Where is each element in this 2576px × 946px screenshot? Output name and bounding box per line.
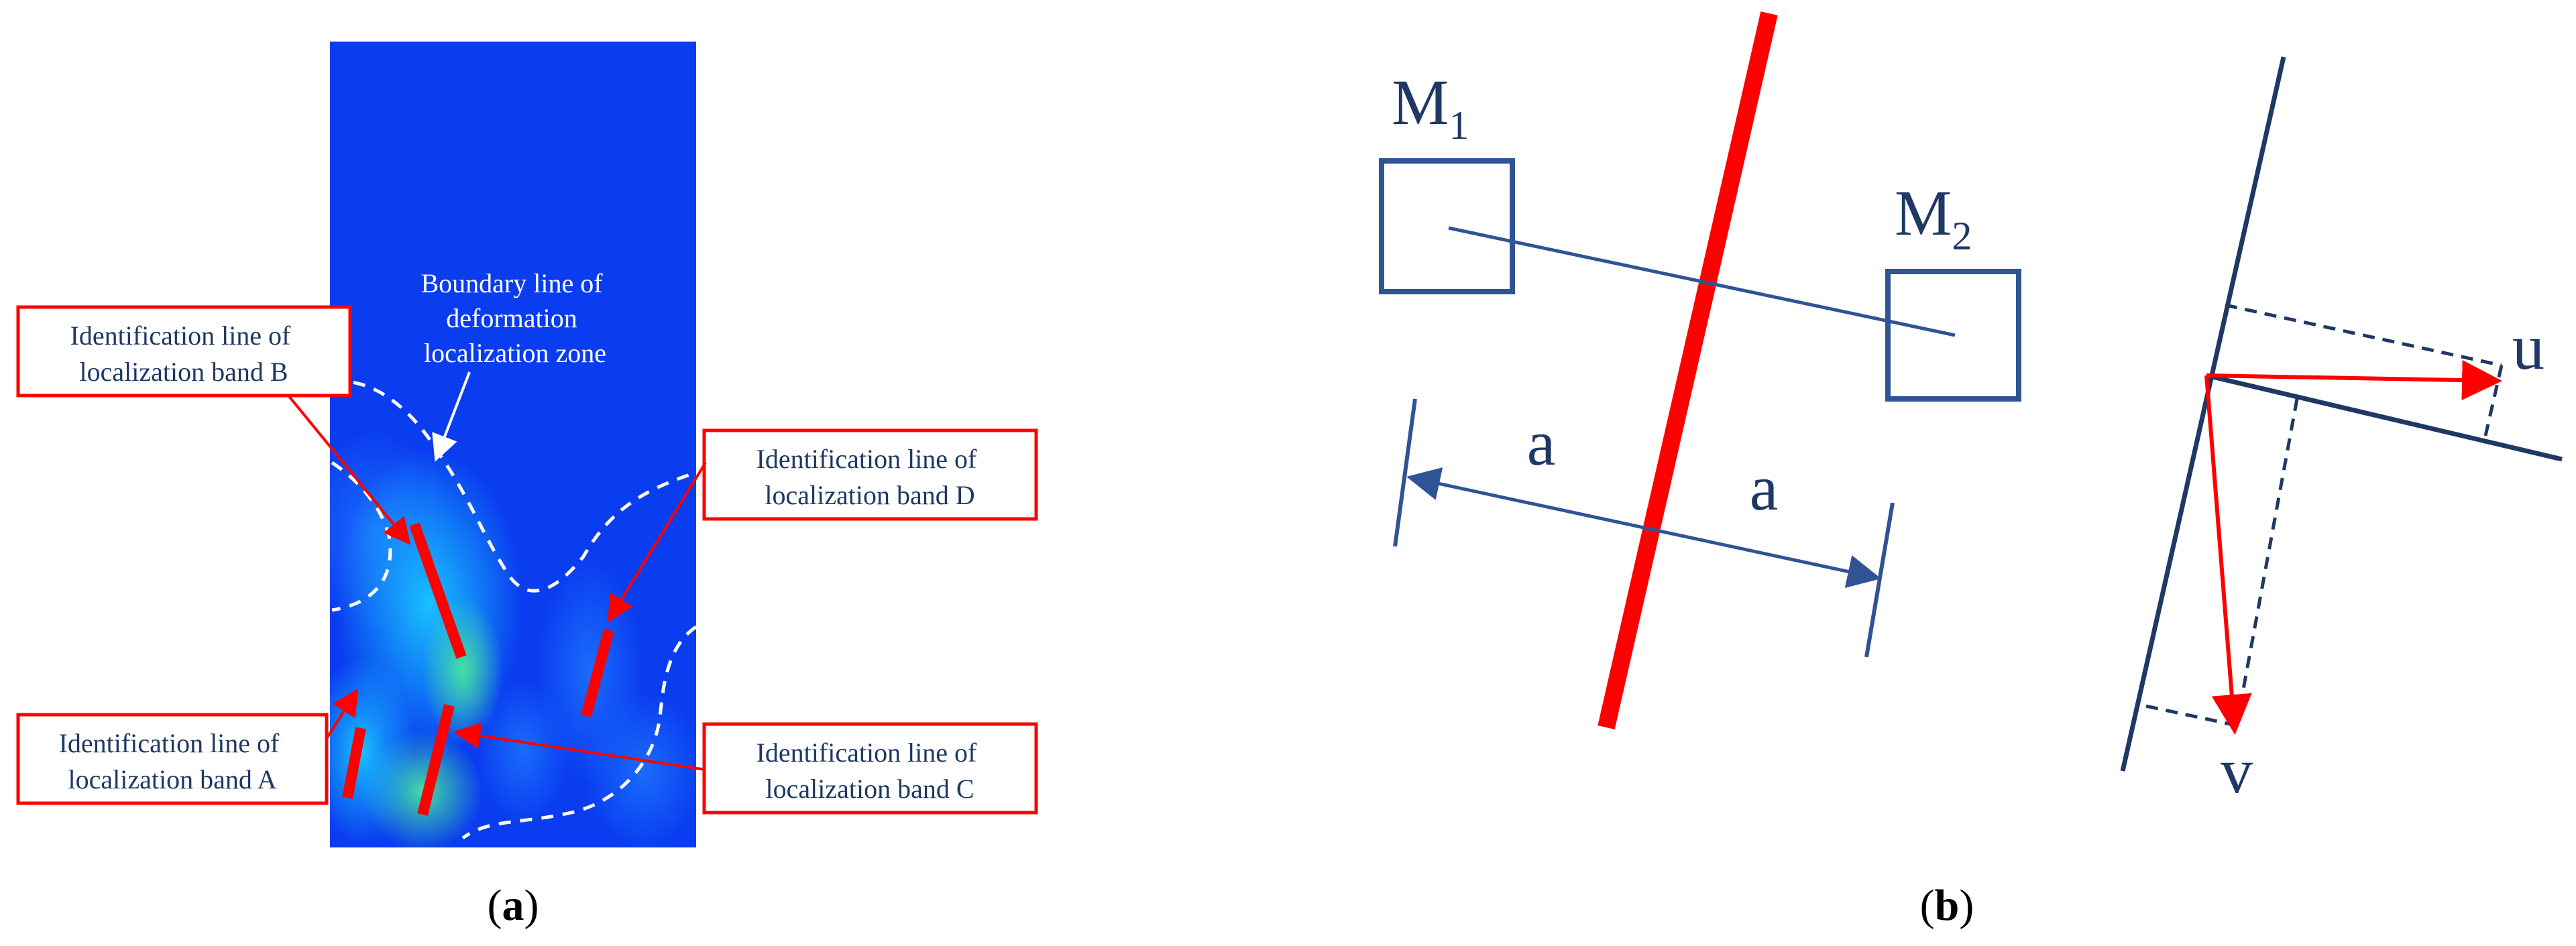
boundary-line-upper (331, 379, 697, 593)
band-a-mark (342, 727, 366, 799)
callout-band-c-line-2: localization band C (765, 774, 974, 804)
svg-text:Boundary line of defor: Boundary line of deformation localizatio… (421, 268, 609, 368)
m1-box (1379, 158, 1515, 294)
callout-band-a-arrow (326, 688, 359, 739)
callout-band-d-line-1: Identification line of (757, 444, 977, 474)
callout-band-a-box (16, 713, 329, 805)
boundary-label: Boundary line of deformation localizatio… (421, 268, 609, 462)
band-c-mark (417, 704, 455, 816)
boundary-line-right (461, 625, 697, 840)
dimension-tick-right (1864, 502, 1895, 658)
m1-m2-connector (1448, 226, 1956, 337)
callout-band-b-line-2: localization band B (79, 357, 288, 387)
callout-band-c-arrow (453, 722, 706, 771)
boundary-pointer-arrow (432, 371, 471, 462)
panel-a-label: (a) (488, 881, 539, 930)
panel-a: Boundary line of deformation localizatio… (16, 42, 1038, 930)
m2-box (1885, 269, 2021, 402)
panel-b: M1 M2 a a u v (b) (1379, 11, 2563, 930)
dimension-line (1406, 467, 1881, 588)
callout-band-b: Identification line of localization band… (16, 305, 411, 546)
svg-text:Identification line of: Identification line of localization band… (757, 737, 984, 804)
boundary-label-line-1: Boundary line of (421, 268, 603, 298)
m2-label: M2 (1895, 177, 1972, 258)
callout-band-d-arrow (607, 461, 707, 623)
callout-band-d-box (702, 428, 1038, 521)
vector-u-arrow (2206, 360, 2502, 401)
vector-v-label: v (2221, 735, 2253, 807)
svg-text:Identification line of: Identification line of localization band… (70, 320, 298, 387)
callout-band-b-line-1: Identification line of (70, 320, 291, 351)
callout-band-c-line-1: Identification line of (757, 737, 977, 768)
reference-line-normal (2206, 373, 2563, 462)
callout-band-a: Identification line of localization band… (16, 688, 359, 805)
callout-band-b-arrow (287, 394, 411, 546)
reference-line-steep (2120, 56, 2286, 772)
callout-band-a-line-1: Identification line of (59, 728, 280, 758)
strain-field-image (330, 42, 696, 847)
localization-band-marks (342, 522, 614, 816)
callout-band-a-line-2: localization band A (68, 764, 276, 794)
callout-band-d-line-2: localization band D (765, 480, 974, 510)
band-d-mark (581, 628, 614, 718)
callout-band-c-box (702, 722, 1038, 815)
localization-band-line (1598, 11, 1778, 729)
band-b-mark (409, 522, 467, 659)
vector-u-label: u (2512, 311, 2544, 383)
svg-text:Identification line of: Identification line of localization band… (59, 728, 286, 794)
callout-band-c: Identification line of localization band… (453, 722, 1038, 815)
callout-band-b-box (16, 305, 352, 398)
svg-text:Identification line of: Identification line of localization band… (757, 444, 984, 510)
dimension-tick-left (1393, 398, 1417, 547)
distance-label-right: a (1750, 452, 1779, 524)
distance-label-left: a (1527, 407, 1556, 479)
m1-label: M1 (1392, 66, 1469, 147)
boundary-label-line-2: deformation (446, 303, 577, 333)
displacement-decomposition: u v (2120, 56, 2563, 807)
boundary-label-line-3: localization zone (424, 338, 606, 368)
projection-dashes (2135, 303, 2504, 727)
panel-b-label: (b) (1920, 881, 1974, 930)
callout-band-d: Identification line of localization band… (607, 428, 1038, 623)
vector-v-arrow (2204, 375, 2252, 735)
